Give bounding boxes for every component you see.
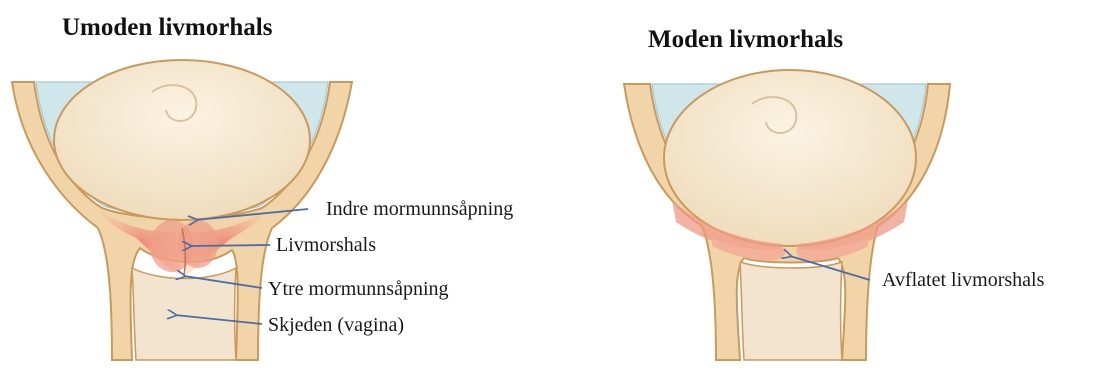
mature-uterus-illustration [624,70,950,360]
fetal-head-left [54,60,310,220]
effaced-cervix-label: Avflatet livmorshals [882,269,1044,292]
external-os-label: Ytre mormunnsåpning [268,278,449,301]
vagina-right [740,262,842,360]
vagina-label: Skjeden (vagina) [268,314,404,337]
fetal-head-right [664,70,916,246]
cervix-arrow [190,245,270,246]
internal-os-label: Indre mormunnsåpning [326,198,513,221]
cervix-label: Livmorshals [276,234,376,257]
